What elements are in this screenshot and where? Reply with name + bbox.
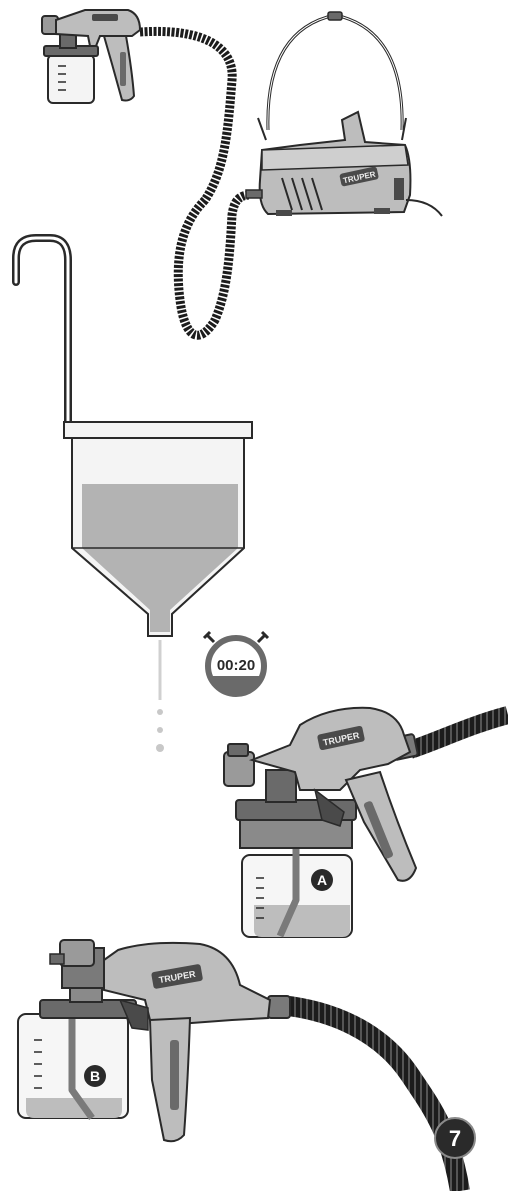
timer-display: 00:20 [217, 657, 255, 674]
spray-gun-b: TRUPER B [18, 940, 460, 1191]
step-number: 7 [449, 1126, 461, 1151]
timer-icon: 00:20 [204, 632, 268, 694]
gun-a-hose [410, 715, 508, 750]
step-number-badge: 7 [435, 1118, 475, 1158]
small-spray-gun [42, 10, 140, 103]
gun-b-hose [280, 1005, 460, 1191]
sprayer-system-overview: TRUPER [42, 10, 442, 335]
turbine-unit: TRUPER [246, 12, 442, 216]
gun-a-callout: A [317, 872, 327, 888]
gun-b-callout: B [90, 1068, 100, 1084]
viscosity-cup-hook [16, 238, 68, 430]
spray-gun-a: TRUPER A [224, 708, 508, 937]
viscosity-cup-liquid [82, 484, 238, 632]
coiled-hose [140, 31, 250, 335]
